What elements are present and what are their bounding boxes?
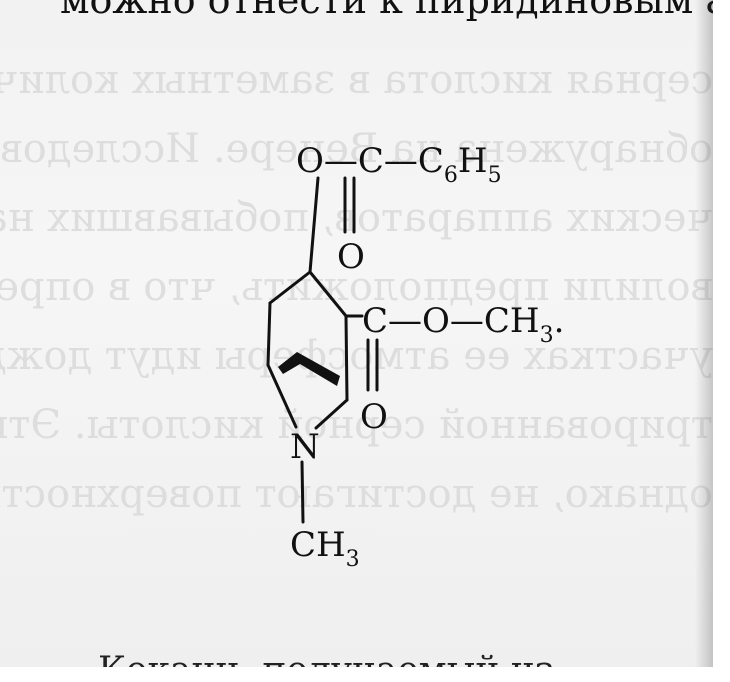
ester-right-sub: 3 [540, 323, 554, 348]
bond-ring-n-right [314, 398, 349, 430]
top-text-line: можно отнести к пиридиновым алкалоидам: [60, 0, 713, 22]
bond-ring-4 [344, 314, 349, 402]
nitrogen-atom: N [290, 427, 320, 467]
bottom-text-line: Кокаин, получаемый из [98, 650, 554, 667]
carbonyl-o-right: O [360, 397, 388, 437]
ester-top-label: O—C—C6H5 [296, 141, 502, 188]
n-methyl-sub: 3 [346, 547, 360, 572]
cocaine-structural-formula: O—C—C6H5 O C—O—CH3. O N CH3 [266, 141, 564, 572]
ester-right-text: C—O—CH [362, 301, 540, 341]
page-edge-shadow [695, 0, 713, 667]
ester-top-sub5: 5 [488, 163, 502, 188]
bridge-wedge [278, 352, 340, 386]
bond-ring-2 [266, 301, 272, 367]
carbonyl-o-top: O [337, 237, 365, 277]
ester-top-sub6: 6 [444, 163, 458, 188]
ester-top-text: O—C—C [296, 141, 444, 181]
ester-right-label: C—O—CH3. [362, 301, 564, 348]
bond-ring-3 [308, 270, 348, 318]
ester-top-h: H [458, 141, 488, 181]
bond-n-methyl [300, 460, 305, 524]
document-page: серная кислота в заметных количествах об… [0, 0, 713, 667]
bond-ring-1 [268, 270, 312, 305]
n-methyl-text: CH [290, 525, 346, 565]
bond-o-ring [308, 176, 320, 274]
n-methyl-label: CH3 [290, 525, 360, 572]
trailing-period: . [554, 301, 565, 341]
bond-ring-n-left [266, 363, 298, 429]
